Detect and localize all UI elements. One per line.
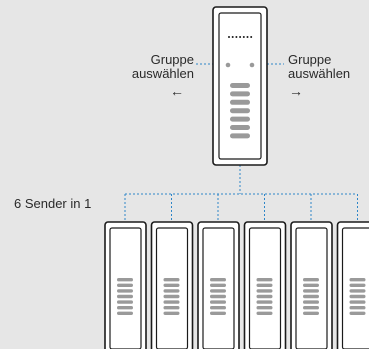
drop-connectors bbox=[124, 194, 358, 222]
transmitter bbox=[150, 221, 194, 349]
indicator-dot bbox=[249, 62, 255, 68]
transmitter-button bbox=[303, 278, 319, 282]
transmitter-button bbox=[210, 289, 226, 293]
transmitter bbox=[290, 221, 333, 349]
transmitter-button bbox=[117, 294, 133, 299]
left-group-label-line-2: auswählen bbox=[131, 66, 194, 81]
display-dot bbox=[235, 36, 238, 38]
transmitter-button bbox=[349, 294, 366, 299]
transmitter bbox=[197, 221, 240, 349]
display-dot bbox=[239, 36, 242, 38]
transmitters bbox=[104, 221, 369, 349]
channel-button bbox=[230, 91, 250, 97]
transmitter-button bbox=[117, 283, 133, 287]
transmitter-button bbox=[210, 278, 226, 282]
indicator-dots bbox=[225, 62, 255, 68]
transmitter-button bbox=[256, 311, 273, 315]
transmitter-button bbox=[349, 300, 366, 304]
transmitter-inner-frame bbox=[248, 227, 282, 349]
transmitter-button bbox=[163, 300, 180, 304]
display-dot bbox=[231, 36, 234, 38]
display-dot bbox=[228, 36, 230, 38]
transmitter-button bbox=[117, 306, 133, 310]
connectors bbox=[124, 63, 358, 222]
left-group-label: Gruppe auswählen bbox=[132, 52, 194, 81]
display-dot bbox=[250, 36, 253, 38]
transmitter-button bbox=[117, 300, 133, 304]
transmitter-button bbox=[163, 294, 180, 299]
main-device-inner-frame bbox=[218, 12, 262, 160]
transmitter-button bbox=[303, 289, 319, 293]
transmitter-button bbox=[163, 311, 180, 315]
transmitter-inner-frame bbox=[295, 227, 328, 349]
transmitter-button bbox=[303, 306, 319, 310]
transmitter-button bbox=[256, 306, 273, 310]
transmitter-button bbox=[210, 300, 226, 304]
right-group-label-line-2: auswählen bbox=[288, 66, 351, 81]
transmitter-button bbox=[349, 278, 366, 282]
transmitter-button bbox=[303, 283, 319, 287]
transmitter-button bbox=[163, 283, 180, 287]
transmitter-button bbox=[163, 278, 180, 282]
transmitter bbox=[104, 221, 147, 349]
transmitter bbox=[243, 221, 287, 349]
transmitter-inner-frame bbox=[109, 227, 142, 349]
transmitter-button bbox=[256, 300, 273, 304]
left-arrow-icon: ← bbox=[170, 83, 184, 99]
right-group-label: Gruppe auswählen bbox=[288, 53, 350, 81]
transmitter bbox=[336, 221, 369, 349]
channel-button bbox=[230, 116, 250, 122]
channel-button bbox=[230, 133, 250, 139]
transmitter-button bbox=[210, 294, 226, 299]
transmitter-button bbox=[256, 278, 273, 282]
transmitter-button bbox=[349, 283, 366, 287]
transmitter-button bbox=[303, 311, 319, 315]
display-dot bbox=[246, 36, 249, 38]
display-dot bbox=[242, 36, 245, 38]
right-group-label-line-1: Gruppe bbox=[288, 52, 332, 67]
channel-button bbox=[230, 125, 250, 130]
transmitter-button bbox=[349, 311, 366, 315]
indicator-dot bbox=[225, 62, 231, 68]
transmitter-button bbox=[349, 306, 366, 310]
transmitter-button bbox=[163, 306, 180, 310]
channel-button bbox=[230, 83, 250, 88]
display-dots bbox=[228, 36, 253, 38]
sender-count-label: 6 Sender in 1 bbox=[14, 196, 92, 211]
transmitter-button bbox=[210, 306, 226, 310]
transmitter-button bbox=[256, 283, 273, 287]
transmitter-button bbox=[117, 289, 133, 293]
channel-button bbox=[230, 99, 250, 105]
transmitter-inner-frame bbox=[341, 227, 369, 349]
right-arrow-icon: → bbox=[289, 83, 303, 99]
channel-button bbox=[230, 108, 250, 114]
transmitter-button bbox=[117, 311, 133, 315]
transmitter-button bbox=[256, 289, 273, 293]
transmitter-button bbox=[349, 289, 366, 293]
left-group-label-line-1: Gruppe bbox=[150, 52, 194, 67]
transmitter-button bbox=[210, 311, 226, 315]
transmitter-inner-frame bbox=[202, 227, 235, 349]
transmitter-button bbox=[303, 294, 319, 299]
transmitter-button bbox=[163, 289, 180, 293]
transmitter-button bbox=[117, 278, 133, 282]
main-device-buttons bbox=[230, 83, 250, 139]
transmitter-button bbox=[256, 294, 273, 299]
transmitter-inner-frame bbox=[155, 227, 189, 349]
transmitter-button bbox=[303, 300, 319, 304]
main-device bbox=[212, 6, 268, 166]
transmitter-button bbox=[210, 283, 226, 287]
